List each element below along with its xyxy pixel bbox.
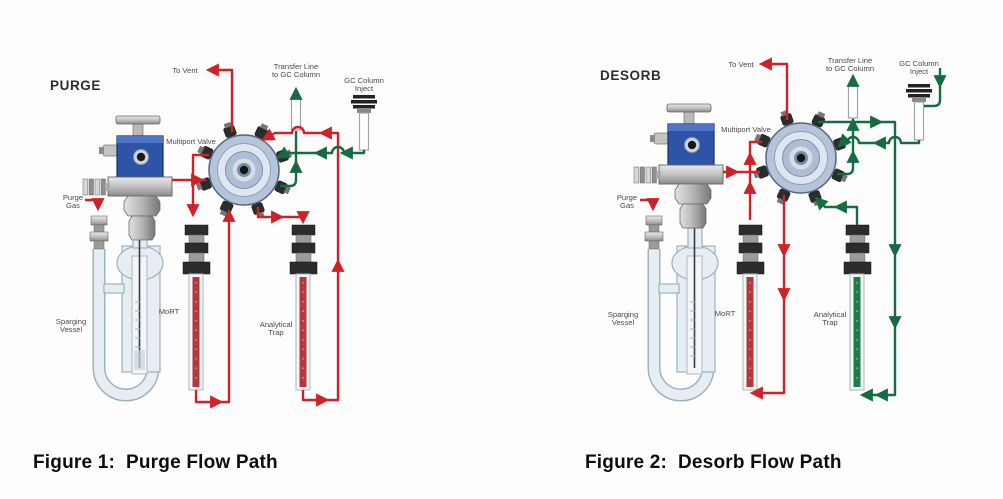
label-analytical-trap-2: Trap bbox=[822, 318, 837, 327]
label-sparging-vessel-1: Sparging bbox=[56, 317, 86, 326]
label-transfer-line-1: Transfer Line bbox=[274, 62, 318, 71]
sparger-graduations bbox=[690, 301, 696, 357]
label-gc-inject-1: GC Column bbox=[344, 76, 384, 85]
label-to-vent: To Vent bbox=[172, 66, 198, 75]
sparging-vessel-icon bbox=[644, 215, 719, 402]
figure-1-caption: Figure 1: Purge Flow Path bbox=[33, 452, 278, 473]
gc-inject-fitting-icon bbox=[906, 84, 932, 141]
label-gc-inject-1: GC Column bbox=[899, 59, 939, 68]
sparger-graduations bbox=[135, 301, 141, 357]
label-gc-inject-2: Inject bbox=[910, 67, 929, 76]
label-purge-gas-2: Gas bbox=[620, 201, 634, 210]
label-sparging-vessel-1: Sparging bbox=[608, 310, 638, 319]
label-gc-inject-2: Inject bbox=[355, 84, 374, 93]
green-flow-path bbox=[276, 86, 366, 188]
analytical-trap-icon bbox=[843, 224, 872, 391]
analytical-trap-icon bbox=[289, 224, 318, 391]
label-multiport-valve: Multiport Valve bbox=[166, 137, 216, 146]
desorb-title: DESORB bbox=[600, 68, 661, 83]
figure-2-caption: Figure 2: Desorb Flow Path bbox=[585, 452, 842, 473]
gc-inject-fitting-icon bbox=[351, 95, 377, 151]
label-transfer-line-1: Transfer Line bbox=[828, 56, 872, 65]
desorb-flow-diagram: DESORB bbox=[600, 56, 947, 402]
purge-flow-diagram: PURGE bbox=[50, 62, 384, 409]
label-analytical-trap-1: Analytical bbox=[260, 320, 293, 329]
sparging-vessel-icon bbox=[89, 215, 164, 402]
label-purge-gas-2: Gas bbox=[66, 201, 80, 210]
pressure-valve-icon bbox=[633, 103, 724, 229]
green-flow-path bbox=[814, 68, 947, 402]
multiport-valve-icon bbox=[195, 121, 293, 219]
multiport-valve-icon bbox=[752, 109, 850, 207]
ribbed-fitting-icon bbox=[82, 178, 110, 196]
red-flow-path bbox=[640, 57, 791, 400]
transfer-line-icon bbox=[290, 97, 302, 131]
label-to-vent: To Vent bbox=[728, 60, 754, 69]
transfer-line-icon bbox=[847, 84, 859, 119]
label-sparging-vessel-2: Vessel bbox=[60, 325, 83, 334]
purge-title: PURGE bbox=[50, 78, 101, 93]
label-purge-gas-1: Purge bbox=[617, 193, 637, 202]
mort-trap-icon bbox=[736, 224, 765, 391]
label-mort: MoRT bbox=[715, 309, 736, 318]
label-transfer-line-2: to GC Column bbox=[826, 64, 874, 73]
label-mort: MoRT bbox=[159, 307, 180, 316]
label-sparging-vessel-2: Vessel bbox=[612, 318, 635, 327]
label-analytical-trap-2: Trap bbox=[268, 328, 283, 337]
pressure-valve-icon bbox=[82, 115, 173, 241]
label-purge-gas-1: Purge bbox=[63, 193, 83, 202]
purge-inlet-fitting-icon bbox=[89, 215, 109, 250]
red-flow-path bbox=[85, 63, 345, 409]
label-analytical-trap-1: Analytical bbox=[814, 310, 847, 319]
ribbed-fitting-icon bbox=[633, 166, 661, 184]
purge-inlet-fitting-icon bbox=[644, 215, 664, 250]
label-multiport-valve: Multiport Valve bbox=[721, 125, 771, 134]
label-transfer-line-2: to GC Column bbox=[272, 70, 320, 79]
mort-trap-icon bbox=[182, 224, 211, 391]
